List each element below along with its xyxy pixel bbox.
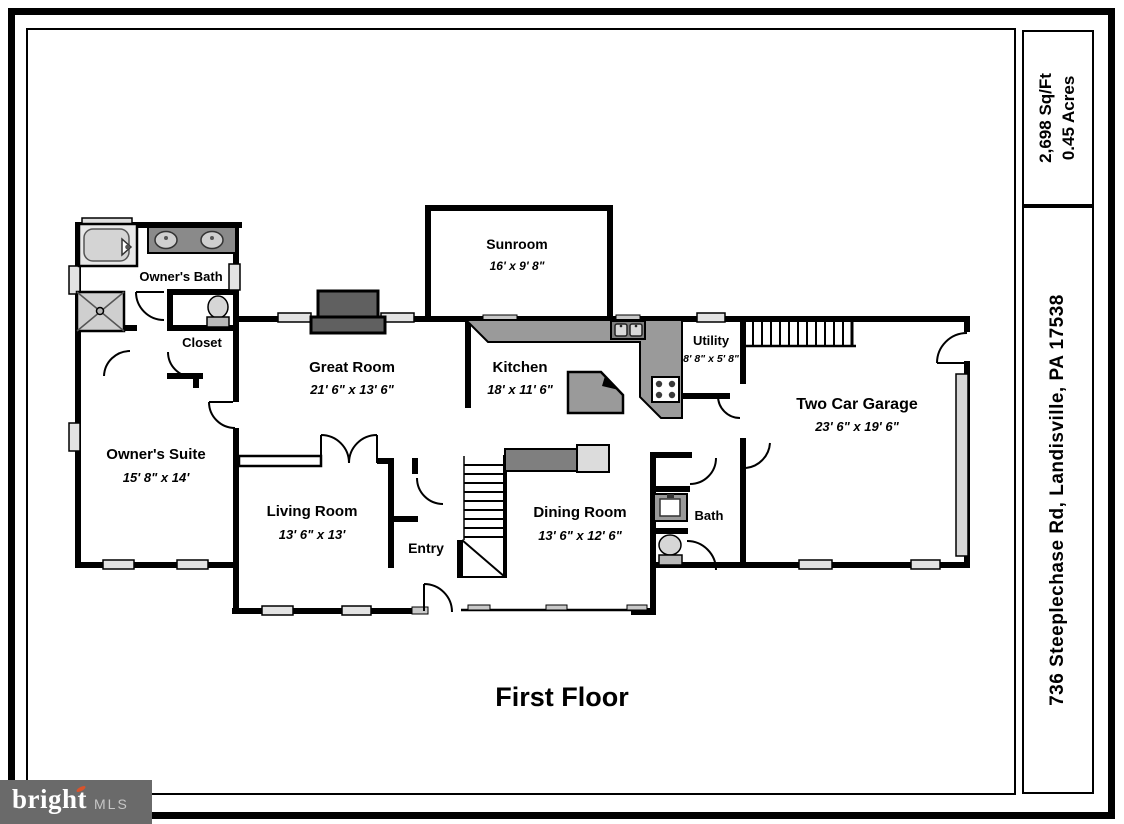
logo-brand-text: bright	[12, 784, 88, 814]
label-owners-bath: Owner's Bath	[139, 269, 222, 284]
label-closet: Closet	[182, 335, 222, 350]
property-address: 736 Steeplechase Rd, Landisville, PA 175…	[1047, 294, 1069, 706]
stairs-entry	[461, 456, 506, 578]
door-arcs	[103, 291, 968, 613]
label-great-room: Great Room	[309, 359, 395, 376]
dims-dining-room: 13' 6" x 12' 6"	[538, 528, 622, 543]
dims-owners-suite: 15' 8" x 14'	[123, 470, 190, 485]
toilet-bath-icon	[658, 534, 683, 566]
label-utility: Utility	[693, 333, 730, 348]
dims-utility: 8' 8" x 5' 8"	[683, 353, 740, 365]
toilet-owners-icon	[206, 295, 230, 328]
label-bath: Bath	[695, 508, 724, 523]
fireplace-icon	[309, 289, 387, 335]
dims-sunroom: 16' x 9' 8"	[490, 259, 545, 273]
lot-acres: 0.45 Acres	[1059, 75, 1079, 161]
inner-border	[26, 28, 1016, 795]
garage-door-icon	[955, 373, 969, 557]
label-entry: Entry	[408, 540, 444, 556]
floor-title: First Floor	[495, 682, 629, 712]
logo-suffix-text: MLS	[94, 796, 129, 812]
stairs-garage	[746, 318, 856, 348]
bathtub-icon	[77, 217, 139, 268]
railing	[237, 454, 323, 468]
label-dining-room: Dining Room	[533, 504, 626, 521]
kitchen-island-icon	[566, 370, 625, 415]
label-sunroom: Sunroom	[486, 236, 547, 252]
label-living-room: Living Room	[267, 503, 358, 520]
dims-kitchen: 18' x 11' 6"	[487, 382, 553, 397]
label-owners-suite: Owner's Suite	[106, 446, 205, 463]
kitchen-counter-icon	[463, 319, 683, 419]
bath-sink-icon	[653, 493, 688, 522]
label-kitchen: Kitchen	[492, 359, 547, 376]
dims-great-room: 21' 6" x 13' 6"	[309, 382, 394, 397]
stove-icon	[651, 376, 680, 403]
shower-icon	[75, 290, 126, 333]
dims-garage: 23' 6" x 19' 6"	[814, 419, 899, 434]
double-vanity-icon	[147, 226, 237, 254]
room-labels: Owner's Bath Closet Owner's Suite 15' 8"…	[106, 236, 918, 556]
windows	[68, 263, 941, 616]
area-sqft: 2,698 Sq/Ft	[1036, 73, 1056, 163]
address-box: 736 Steeplechase Rd, Landisville, PA 175…	[1022, 206, 1094, 794]
area-info-box: 2,698 Sq/Ft 0.45 Acres	[1022, 30, 1094, 206]
porch-line	[461, 604, 652, 612]
kitchen-sink-icon	[610, 320, 646, 340]
outer-border	[8, 8, 1115, 819]
label-garage: Two Car Garage	[796, 396, 918, 413]
brightmls-logo: bright MLS	[0, 780, 152, 824]
dims-living-room: 13' 6" x 13'	[279, 527, 346, 542]
dining-counter-icon	[504, 444, 610, 473]
